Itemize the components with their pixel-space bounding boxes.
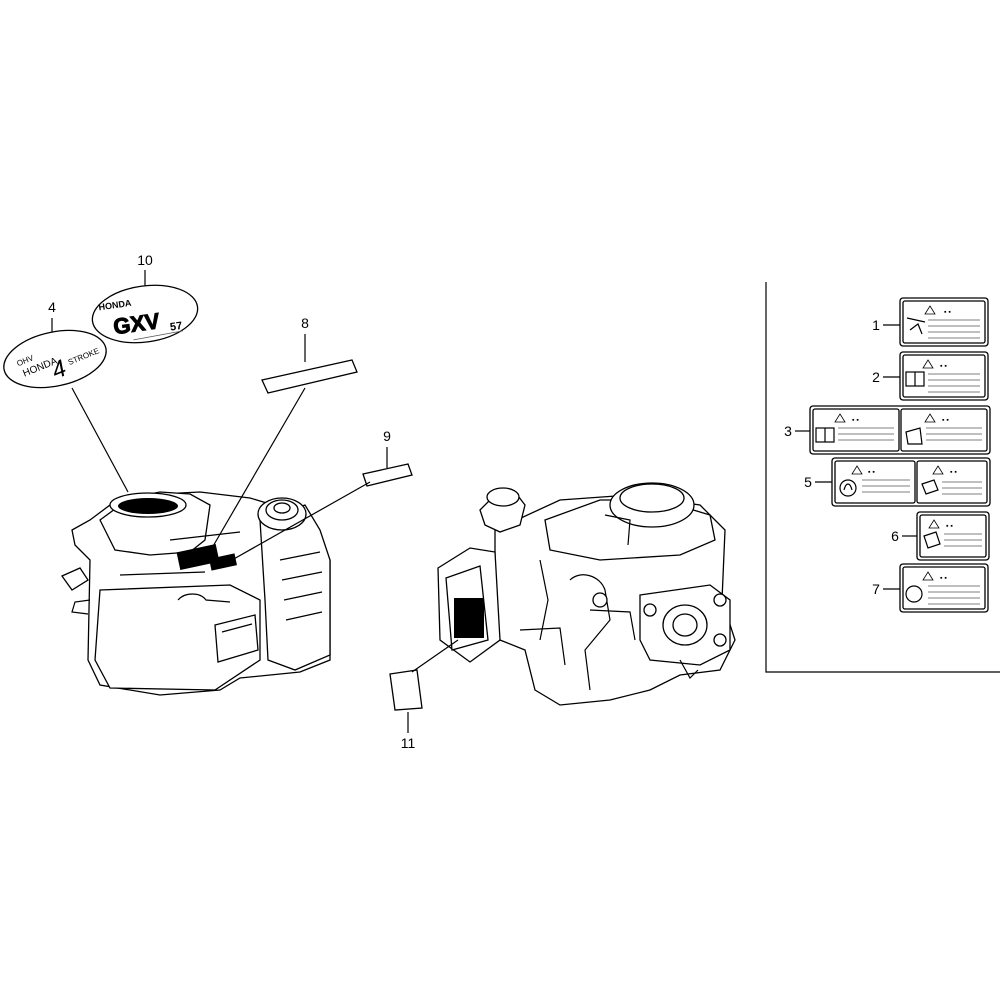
label-set-bracket xyxy=(765,282,1000,673)
callout-6: 6 xyxy=(891,528,899,544)
warning-triangle-icon xyxy=(922,359,934,369)
left-engine xyxy=(61,491,331,696)
callout-4: 4 xyxy=(48,299,56,315)
svg-text:▪ ▪: ▪ ▪ xyxy=(944,309,951,316)
label-7: 7 ▪ ▪ xyxy=(872,563,989,613)
label-6: 6 ▪ ▪ xyxy=(891,511,990,561)
callout-2: 2 xyxy=(872,369,880,385)
label-2: 2 ▪ ▪ xyxy=(872,351,989,401)
fire-icon xyxy=(839,479,857,497)
svg-text:▪ ▪: ▪ ▪ xyxy=(940,575,947,582)
sticker-11-placement xyxy=(454,598,484,638)
warning-triangle-icon xyxy=(932,465,944,475)
emblem-10: HONDA GXV 57 xyxy=(91,284,199,344)
svg-text:▪ ▪: ▪ ▪ xyxy=(946,523,953,530)
operator-icon xyxy=(906,317,926,335)
label-3: 3 ▪ ▪ ▪ ▪ xyxy=(784,405,991,455)
label-1: 1 ▪ ▪ xyxy=(872,297,989,347)
sticker-11 xyxy=(389,669,423,711)
callout-7: 7 xyxy=(872,581,880,597)
hand-icon xyxy=(923,531,941,549)
warning-triangle-icon xyxy=(924,305,936,315)
emblem-10-text-1: HONDA xyxy=(98,298,133,313)
callout-3: 3 xyxy=(784,423,792,439)
callout-1: 1 xyxy=(872,317,880,333)
hand-icon xyxy=(921,479,939,495)
callout-5: 5 xyxy=(804,474,812,490)
warning-triangle-icon xyxy=(924,413,936,423)
right-engine xyxy=(437,482,736,706)
callout-9: 9 xyxy=(383,428,391,444)
warning-triangle-icon xyxy=(851,465,863,475)
callout-8: 8 xyxy=(301,315,309,331)
callout-10: 10 xyxy=(137,252,153,268)
callout-11: 11 xyxy=(401,735,416,751)
operator-icon xyxy=(905,427,923,445)
emblem-10-text-3: 57 xyxy=(169,320,183,334)
svg-text:▪ ▪: ▪ ▪ xyxy=(950,469,957,476)
sticker-8-placement xyxy=(176,544,220,570)
svg-text:▪ ▪: ▪ ▪ xyxy=(868,469,875,476)
sticker-9-placement xyxy=(209,553,237,571)
label-5: 5 ▪ ▪ ▪ ▪ xyxy=(804,457,991,507)
warning-triangle-icon xyxy=(922,571,934,581)
warning-triangle-icon xyxy=(928,519,940,529)
svg-text:▪ ▪: ▪ ▪ xyxy=(940,363,947,370)
operator-icon xyxy=(905,585,923,603)
svg-text:▪ ▪: ▪ ▪ xyxy=(852,417,859,424)
warning-triangle-icon xyxy=(834,413,846,423)
svg-text:▪ ▪: ▪ ▪ xyxy=(942,417,949,424)
emblem-4: OHV HONDA 4 STROKE xyxy=(3,329,107,389)
sticker-8 xyxy=(261,359,358,394)
sticker-9 xyxy=(362,463,413,487)
